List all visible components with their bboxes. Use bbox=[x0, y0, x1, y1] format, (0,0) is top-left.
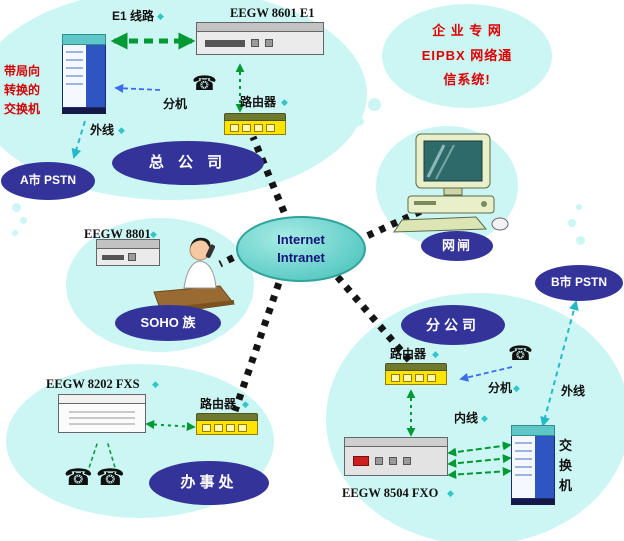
sparkle-icon: ◆ bbox=[152, 379, 159, 389]
eegw8801-label: EEGW 8801 bbox=[84, 227, 151, 241]
outline-label-right: 外线 bbox=[561, 384, 586, 398]
link-8504-switch-1 bbox=[447, 441, 512, 457]
led bbox=[265, 39, 273, 47]
link-phone2-fxs bbox=[106, 440, 118, 475]
bubble bbox=[368, 98, 381, 111]
region-headquarters: 总 公 司 bbox=[112, 141, 264, 185]
sparkle-icon: ◆ bbox=[118, 125, 125, 135]
phone-icon: ☎ bbox=[508, 343, 533, 365]
eegw8202-label: EEGW 8202 FXS bbox=[46, 377, 140, 391]
region-branch: 分公司 bbox=[401, 305, 505, 345]
callout-cloud: 企 业 专 网 EIPBX 网络通 信系统! bbox=[382, 4, 552, 108]
link-outline-b-pstn bbox=[540, 300, 579, 427]
sparkle-icon: ◆ bbox=[281, 97, 288, 107]
region-a-pstn: A市 PSTN bbox=[1, 162, 95, 200]
gateway-computer-illustration bbox=[393, 133, 509, 233]
eegw8601-device bbox=[196, 22, 324, 55]
router-label-right: 路由器 bbox=[390, 347, 427, 361]
router-label-bottom: 路由器 bbox=[200, 397, 237, 411]
vent-line bbox=[69, 411, 135, 413]
phone-icon: ☎ bbox=[64, 464, 93, 490]
sparkle-icon: ◆ bbox=[481, 413, 488, 423]
router-label-top: 路由器 bbox=[240, 95, 277, 109]
inline-label-right: 内线 bbox=[454, 411, 479, 425]
vent-line bbox=[69, 417, 135, 419]
switch-top bbox=[62, 34, 106, 45]
pbx-switch-right bbox=[511, 425, 555, 505]
sparkle-icon: ◆ bbox=[150, 229, 157, 239]
sparkle-icon: ◆ bbox=[513, 383, 520, 393]
backbone-link-office-router bbox=[231, 269, 287, 413]
bubble bbox=[12, 203, 21, 212]
router-device-bottom bbox=[196, 413, 258, 435]
eegw8601-label: EEGW 8601 E1 bbox=[230, 6, 315, 20]
sparkle-icon: ◆ bbox=[157, 11, 164, 21]
region-office: 办事处 bbox=[149, 461, 269, 505]
bubble bbox=[576, 236, 585, 245]
e1-line-label: E1 线路 bbox=[112, 9, 155, 23]
link-ext-switch-left bbox=[114, 83, 161, 93]
vent-slot bbox=[205, 39, 245, 47]
eegw8504-device bbox=[344, 437, 448, 476]
region-b-pstn: B市 PSTN bbox=[535, 265, 623, 301]
phone-icon: ☎ bbox=[192, 73, 217, 95]
bubble bbox=[12, 230, 18, 236]
led bbox=[389, 457, 397, 465]
router-device-right bbox=[385, 363, 447, 385]
sparkle-icon: ◆ bbox=[447, 488, 454, 498]
brand-chip bbox=[353, 456, 369, 466]
link-outline-a-pstn bbox=[71, 120, 86, 159]
extension-label-top: 分机 bbox=[163, 97, 188, 111]
outline-label-left: 外线 bbox=[90, 123, 115, 137]
link-8504-switch-3 bbox=[447, 466, 512, 480]
led bbox=[375, 457, 383, 465]
bubble bbox=[355, 117, 364, 126]
link-8504-switch-2 bbox=[447, 454, 512, 468]
vent-slot bbox=[102, 254, 124, 260]
region-gateway: 网闸 bbox=[421, 231, 493, 261]
vent-line bbox=[69, 423, 135, 425]
bubble bbox=[576, 204, 582, 210]
eegw8202-device bbox=[58, 394, 146, 433]
switch-label-right: 交换机 bbox=[559, 438, 573, 494]
region-soho: SOHO 族 bbox=[115, 305, 221, 341]
backbone-link-top-router bbox=[249, 135, 293, 226]
pbx-switch-left bbox=[62, 34, 106, 114]
sparkle-icon: ◆ bbox=[432, 349, 439, 359]
switch-side bbox=[86, 45, 105, 107]
eegw8801-device bbox=[96, 239, 160, 266]
bubble bbox=[20, 217, 27, 224]
link-fxs-router bbox=[145, 419, 196, 432]
left-switch-label: 带局向转换的交换机 bbox=[4, 64, 41, 117]
extension-label-right: 分机 bbox=[488, 381, 513, 395]
led bbox=[403, 457, 411, 465]
phone-icon: ☎ bbox=[96, 464, 125, 490]
internet-cloud: Internet Intranet bbox=[236, 216, 366, 282]
switch-panel bbox=[63, 45, 87, 107]
link-phone1-fxs bbox=[86, 440, 99, 475]
led bbox=[251, 39, 259, 47]
router-device-top bbox=[224, 113, 286, 135]
sparkle-icon: ◆ bbox=[242, 399, 249, 409]
led bbox=[128, 253, 136, 261]
switch-base bbox=[62, 108, 106, 114]
bubble bbox=[568, 219, 576, 227]
eegw8504-label: EEGW 8504 FXO bbox=[342, 486, 439, 500]
link-ext-router-right bbox=[459, 366, 513, 382]
